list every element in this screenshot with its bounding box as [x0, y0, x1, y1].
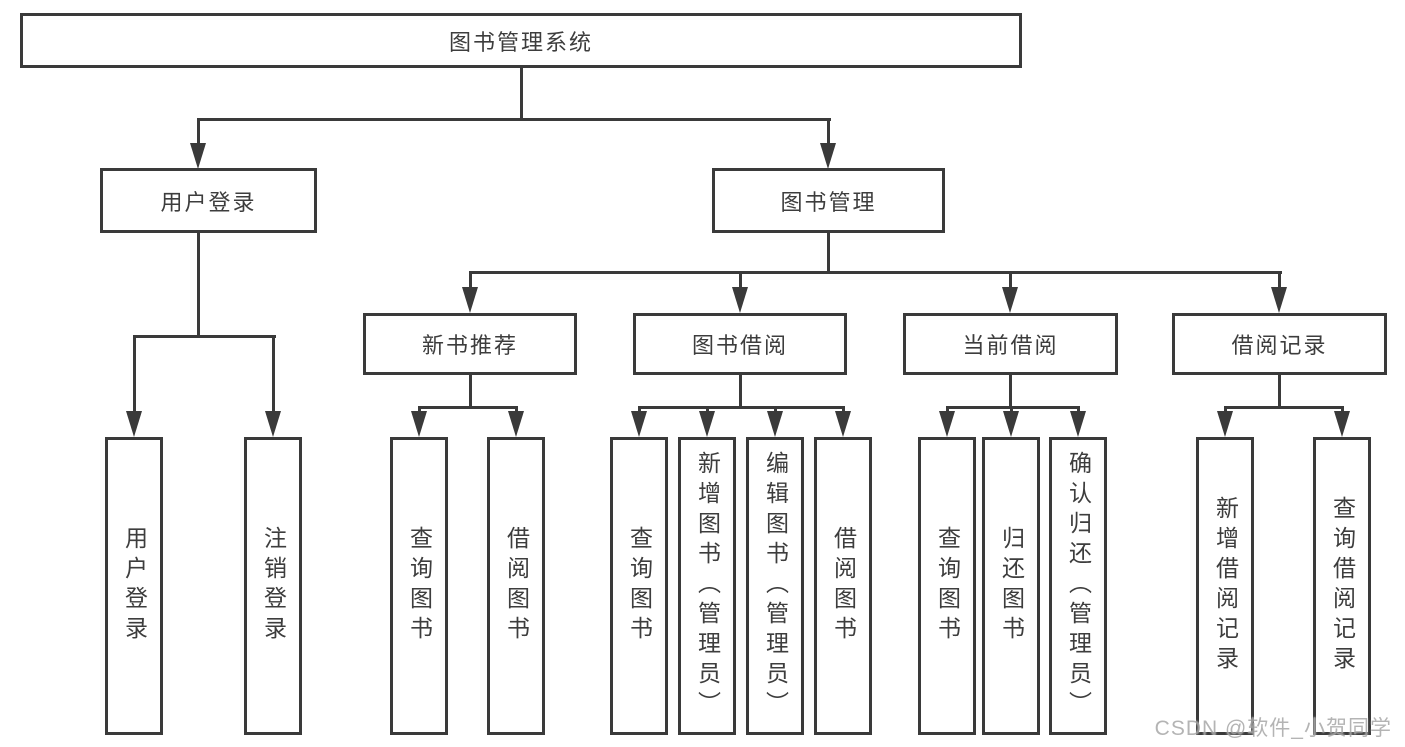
- node-current-borrowing-label: 当前借阅: [962, 333, 1059, 358]
- leaf-logout: 注销登录: [244, 437, 302, 735]
- node-user-login-label: 用户登录: [160, 189, 257, 215]
- leaf-bb-borrow-books-label: 借阅图书: [830, 526, 857, 646]
- leaf-user-login: 用户登录: [105, 437, 163, 735]
- arrow-down-icon: [699, 411, 715, 437]
- arrow-down-icon: [1271, 287, 1287, 313]
- node-book-management-label: 图书管理: [780, 189, 877, 215]
- connector-hline: [469, 271, 1282, 274]
- connector-vline: [1009, 272, 1012, 292]
- connector-hline: [133, 335, 276, 338]
- arrow-down-icon: [631, 411, 647, 437]
- node-borrowing-records-label: 借阅记录: [1231, 333, 1328, 358]
- connector-vline: [272, 336, 275, 416]
- connector-hline: [418, 406, 518, 409]
- leaf-cb-query-books: 查询图书: [918, 437, 976, 735]
- leaf-bb-edit-books-admin: 编辑图书（管理员）: [746, 437, 804, 735]
- connector-vline: [827, 119, 830, 145]
- leaf-br-add-record: 新增借阅记录: [1196, 437, 1254, 735]
- node-borrowing-records: 借阅记录: [1172, 313, 1387, 375]
- node-current-borrowing: 当前借阅: [903, 313, 1118, 375]
- leaf-bb-add-books-admin-label: 新增图书（管理员）: [694, 451, 721, 721]
- leaf-cb-query-books-label: 查询图书: [934, 526, 961, 646]
- node-new-book-recommend-label: 新书推荐: [421, 333, 518, 358]
- leaf-cb-return-books: 归还图书: [982, 437, 1040, 735]
- connector-hline: [946, 406, 1080, 409]
- connector-vline: [133, 336, 136, 416]
- arrow-down-icon: [939, 411, 955, 437]
- connector-vline: [1278, 272, 1281, 292]
- arrow-down-icon: [1334, 411, 1350, 437]
- arrow-down-icon: [1002, 287, 1018, 313]
- leaf-nbr-borrow-books: 借阅图书: [487, 437, 545, 735]
- arrow-down-icon: [732, 287, 748, 313]
- connector-vline: [520, 68, 523, 120]
- watermark: CSDN @软件_小贺同学: [1154, 717, 1392, 740]
- connector-vline: [1278, 375, 1281, 408]
- leaf-nbr-borrow-books-label: 借阅图书: [503, 526, 530, 646]
- connector-vline: [1009, 375, 1012, 408]
- connector-vline: [739, 375, 742, 408]
- leaf-bb-add-books-admin: 新增图书（管理员）: [678, 437, 736, 735]
- leaf-br-add-record-label: 新增借阅记录: [1212, 496, 1239, 676]
- arrow-down-icon: [835, 411, 851, 437]
- connector-vline: [197, 119, 200, 145]
- node-book-management: 图书管理: [712, 168, 945, 233]
- leaf-cb-return-books-label: 归还图书: [998, 526, 1025, 646]
- node-new-book-recommend: 新书推荐: [363, 313, 577, 375]
- arrow-down-icon: [820, 143, 836, 169]
- arrow-down-icon: [190, 143, 206, 169]
- arrow-down-icon: [1070, 411, 1086, 437]
- node-root-label: 图书管理系统: [448, 29, 593, 55]
- leaf-nbr-query-books: 查询图书: [390, 437, 448, 735]
- arrow-down-icon: [462, 287, 478, 313]
- arrow-down-icon: [1003, 411, 1019, 437]
- arrow-down-icon: [126, 411, 142, 437]
- connector-vline: [739, 272, 742, 292]
- connector-vline: [469, 272, 472, 292]
- connector-vline: [197, 233, 200, 338]
- leaf-cb-confirm-return-admin: 确认归还（管理员）: [1049, 437, 1107, 735]
- arrow-down-icon: [411, 411, 427, 437]
- leaf-cb-confirm-return-admin-label: 确认归还（管理员）: [1065, 451, 1092, 721]
- node-user-login: 用户登录: [100, 168, 317, 233]
- arrow-down-icon: [508, 411, 524, 437]
- connector-hline: [1224, 406, 1344, 409]
- connector-vline: [827, 233, 830, 274]
- leaf-nbr-query-books-label: 查询图书: [406, 526, 433, 646]
- node-book-borrowing-label: 图书借阅: [691, 333, 788, 358]
- leaf-br-query-record-label: 查询借阅记录: [1329, 496, 1356, 676]
- leaf-user-login-label: 用户登录: [121, 526, 148, 646]
- arrow-down-icon: [265, 411, 281, 437]
- leaf-bb-edit-books-admin-label: 编辑图书（管理员）: [762, 451, 789, 721]
- arrow-down-icon: [1217, 411, 1233, 437]
- leaf-bb-borrow-books: 借阅图书: [814, 437, 872, 735]
- leaf-bb-query-books-label: 查询图书: [626, 526, 653, 646]
- leaf-logout-label: 注销登录: [260, 526, 287, 646]
- arrow-down-icon: [767, 411, 783, 437]
- connector-hline: [197, 118, 831, 121]
- node-book-borrowing: 图书借阅: [633, 313, 847, 375]
- node-root: 图书管理系统: [20, 13, 1022, 68]
- connector-vline: [469, 375, 472, 408]
- leaf-br-query-record: 查询借阅记录: [1313, 437, 1371, 735]
- connector-hline: [638, 406, 845, 409]
- leaf-bb-query-books: 查询图书: [610, 437, 668, 735]
